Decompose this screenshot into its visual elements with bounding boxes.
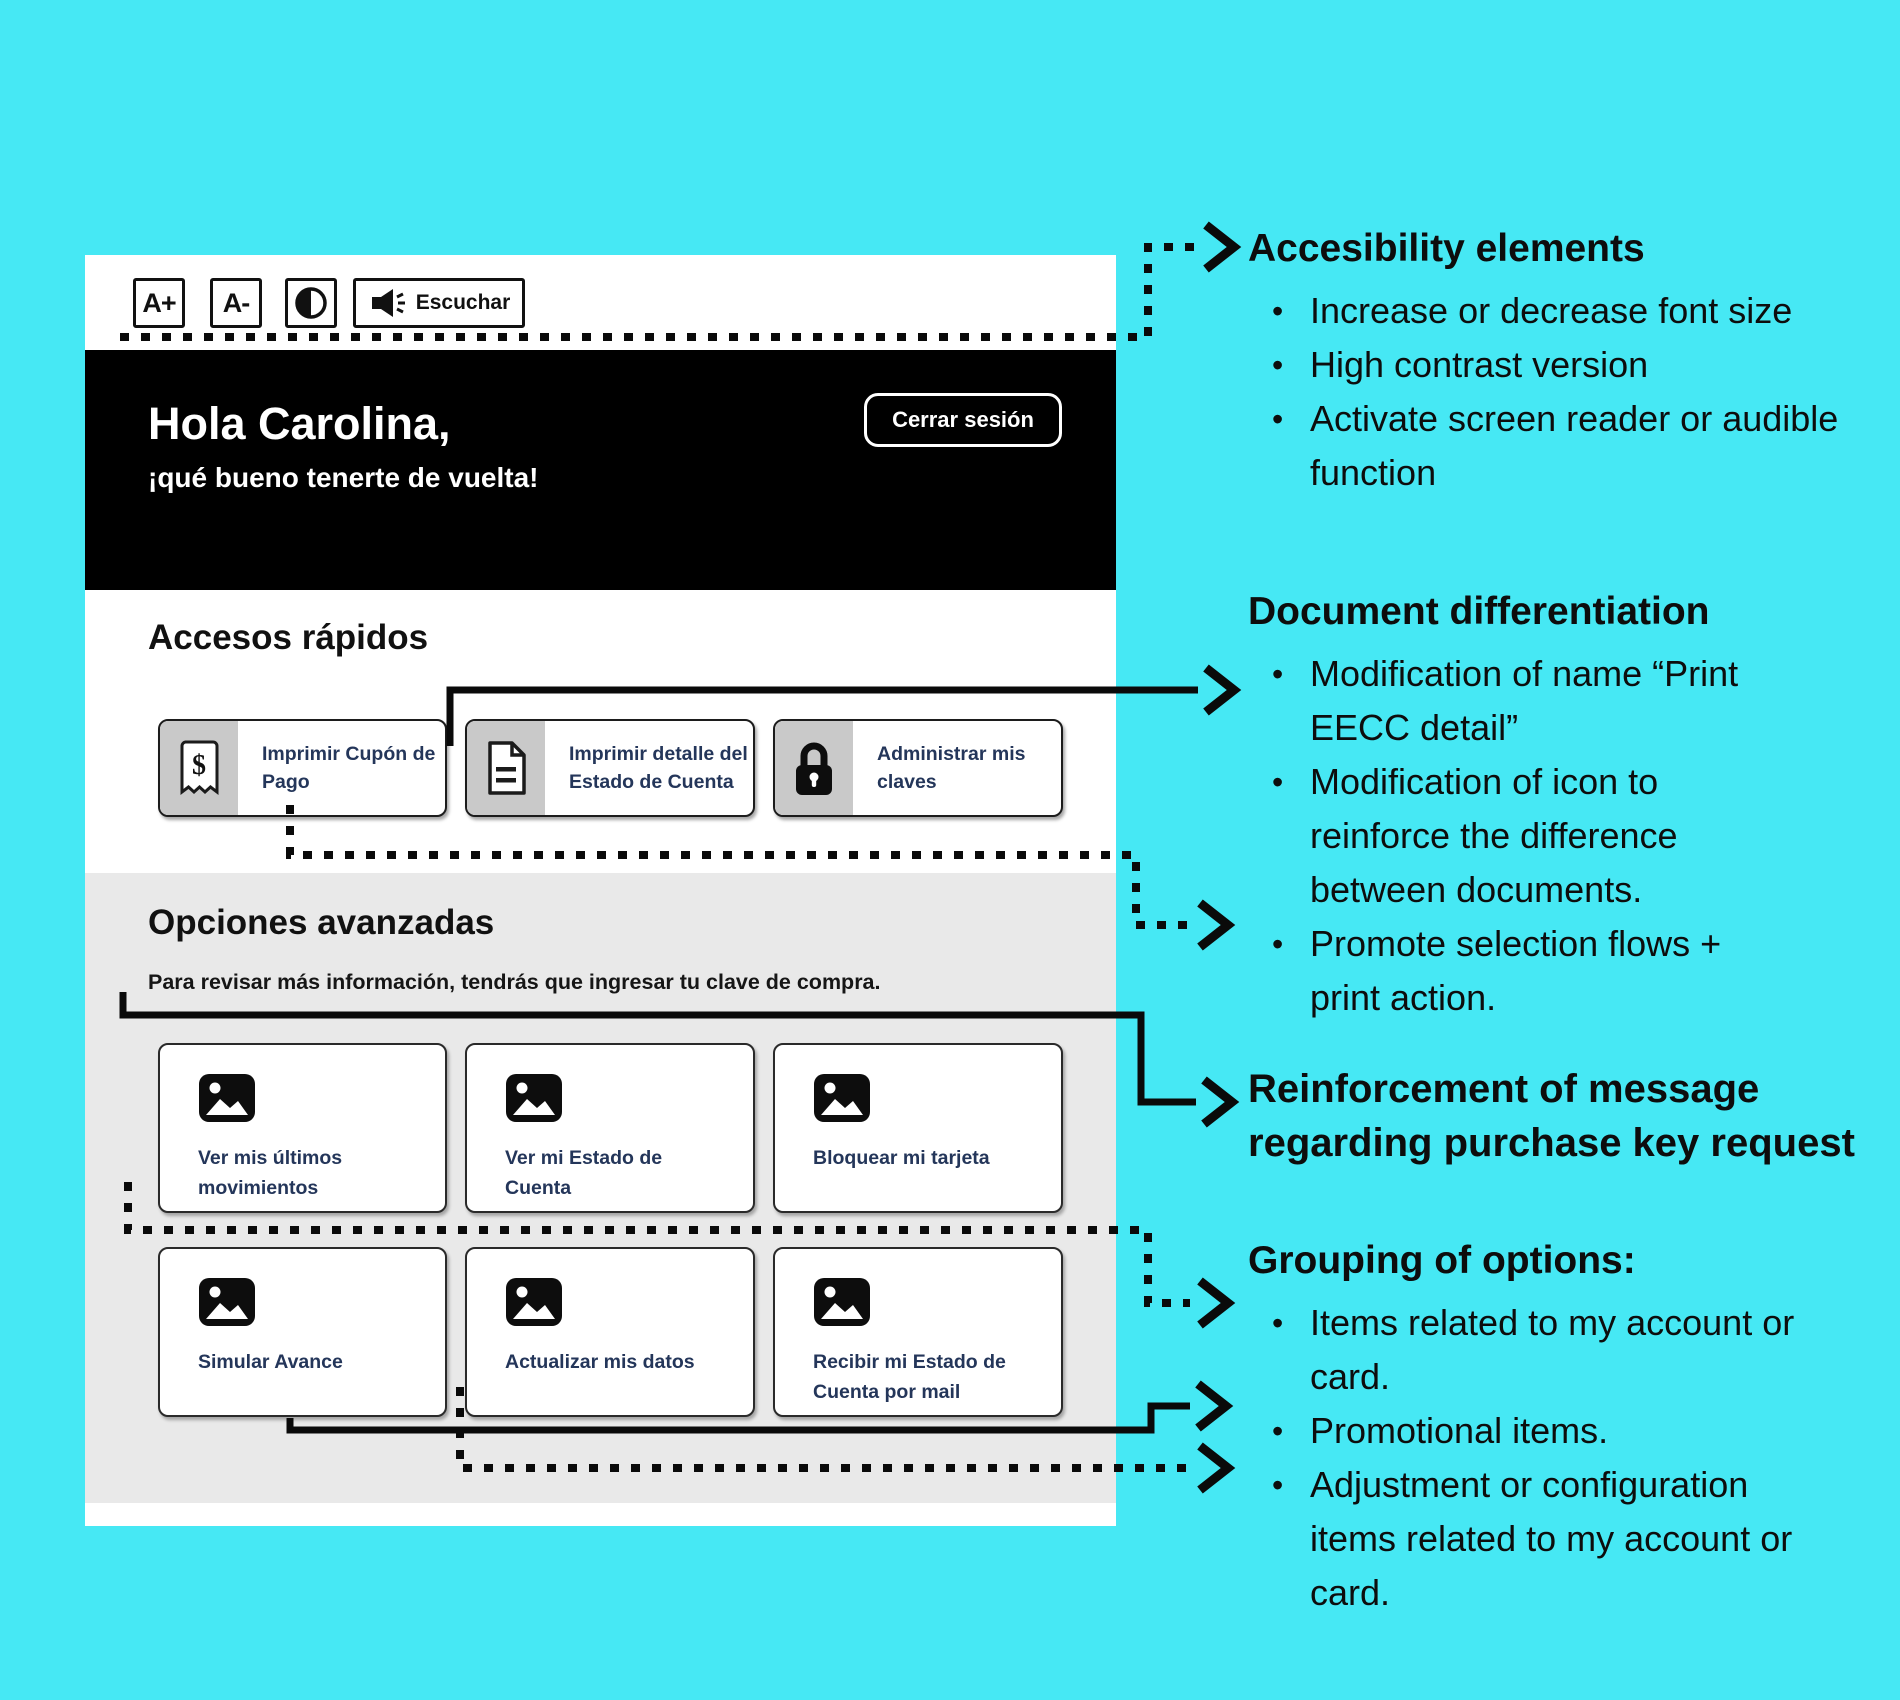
listen-button[interactable]: Escuchar xyxy=(353,278,525,328)
receipt-dollar-icon: $ xyxy=(180,740,219,796)
card-label: Actualizar mis datos xyxy=(505,1351,695,1373)
annotation-title: Reinforcement of message regarding purch… xyxy=(1248,1067,1855,1165)
arrow-chevron xyxy=(1203,221,1242,273)
high-contrast-button[interactable] xyxy=(285,278,337,328)
svg-text:$: $ xyxy=(192,750,206,781)
arrow-chevron xyxy=(1197,1442,1236,1494)
annotation-bullet: Modification of icon to reinforce the di… xyxy=(1248,755,1793,917)
annotation-bullet: Items related to my account or card. xyxy=(1248,1296,1810,1404)
hero-welcome-back: ¡qué bueno tenerte de vuelta! xyxy=(148,462,539,493)
simulate-advance-card[interactable]: Simular Avance xyxy=(158,1247,447,1417)
image-placeholder-icon xyxy=(506,1278,562,1326)
image-placeholder-icon xyxy=(814,1074,870,1122)
arrow-chevron xyxy=(1201,1076,1240,1128)
print-statement-detail-button[interactable]: Imprimir detalle del Estado de Cuenta xyxy=(465,719,755,817)
card-label: Simular Avance xyxy=(198,1351,343,1373)
speaker-icon xyxy=(371,289,405,317)
hero-greeting: Hola Carolina, xyxy=(148,398,451,449)
icon-box xyxy=(775,721,853,815)
annotation-bullet: Modification of name “Print EECC detail” xyxy=(1248,647,1793,755)
lock-icon xyxy=(796,742,832,795)
arrow-chevron xyxy=(1197,1277,1236,1329)
quick-access-label: Imprimir detalle del Estado de Cuenta xyxy=(569,743,748,793)
print-payment-coupon-button[interactable]: $ Imprimir Cupón de Pago xyxy=(158,719,447,817)
annotation-bullet: Promotional items. xyxy=(1248,1404,1810,1458)
font-decrease-label: A- xyxy=(222,287,250,318)
annotation-bullet: Promote selection flows + print action. xyxy=(1248,917,1793,1025)
annotation-title: Grouping of options: xyxy=(1248,1239,1636,1282)
card-label: Ver mi Estado de Cuenta xyxy=(505,1147,663,1199)
font-increase-label: A+ xyxy=(142,287,176,318)
annotation-accessibility: Accesibility elements Increase or decrea… xyxy=(1248,222,1868,500)
font-decrease-button[interactable]: A- xyxy=(210,278,262,328)
font-increase-button[interactable]: A+ xyxy=(133,278,185,328)
arrow-chevron xyxy=(1203,664,1242,716)
receive-statement-mail-card[interactable]: Recibir mi Estado de Cuenta por mail xyxy=(773,1247,1063,1417)
update-data-card[interactable]: Actualizar mis datos xyxy=(465,1247,755,1417)
annotation-bullet: High contrast version xyxy=(1248,338,1868,392)
card-label: Recibir mi Estado de Cuenta por mail xyxy=(813,1351,1006,1403)
advanced-options-subtitle: Para revisar más información, tendrás qu… xyxy=(148,970,881,994)
annotation-bullet: Increase or decrease font size xyxy=(1248,284,1868,338)
advanced-options-title: Opciones avanzadas xyxy=(148,903,495,942)
annotation-title: Accesibility elements xyxy=(1248,227,1645,270)
listen-label: Escuchar xyxy=(415,291,511,314)
quick-access-title: Accesos rápidos xyxy=(148,618,429,657)
view-last-movements-card[interactable]: Ver mis últimos movimientos xyxy=(158,1043,447,1213)
hero-band: Hola Carolina, ¡qué bueno tenerte de vue… xyxy=(85,350,1116,590)
annotation-document-differentiation: Document differentiation Modification of… xyxy=(1248,585,1793,1025)
quick-access-label: Imprimir Cupón de Pago xyxy=(262,743,436,793)
arrow-chevron xyxy=(1195,1380,1234,1432)
view-statement-card[interactable]: Ver mi Estado de Cuenta xyxy=(465,1043,755,1213)
annotation-title: Document differentiation xyxy=(1248,590,1710,633)
annotation-bullet: Activate screen reader or audible functi… xyxy=(1248,392,1868,500)
icon-box xyxy=(467,721,545,815)
card-label: Bloquear mi tarjeta xyxy=(813,1147,990,1169)
image-placeholder-icon xyxy=(199,1278,255,1326)
annotation-grouping: Grouping of options: Items related to my… xyxy=(1248,1234,1810,1620)
manage-keys-button[interactable]: Administrar mis claves xyxy=(773,719,1063,817)
document-icon xyxy=(488,741,526,795)
card-label: Ver mis últimos movimientos xyxy=(198,1147,343,1199)
annotation-bullet: Adjustment or configuration items relate… xyxy=(1248,1458,1810,1620)
image-placeholder-icon xyxy=(814,1278,870,1326)
arrow-chevron xyxy=(1197,899,1236,951)
annotation-reinforcement: Reinforcement of message regarding purch… xyxy=(1248,1062,1900,1170)
icon-box: $ xyxy=(160,721,238,815)
contrast-half-circle-icon xyxy=(295,287,327,319)
quick-access-label: Administrar mis claves xyxy=(877,743,1026,793)
image-placeholder-icon xyxy=(199,1074,255,1122)
block-card-card[interactable]: Bloquear mi tarjeta xyxy=(773,1043,1063,1213)
image-placeholder-icon xyxy=(506,1074,562,1122)
logout-button[interactable]: Cerrar sesión xyxy=(864,393,1062,447)
